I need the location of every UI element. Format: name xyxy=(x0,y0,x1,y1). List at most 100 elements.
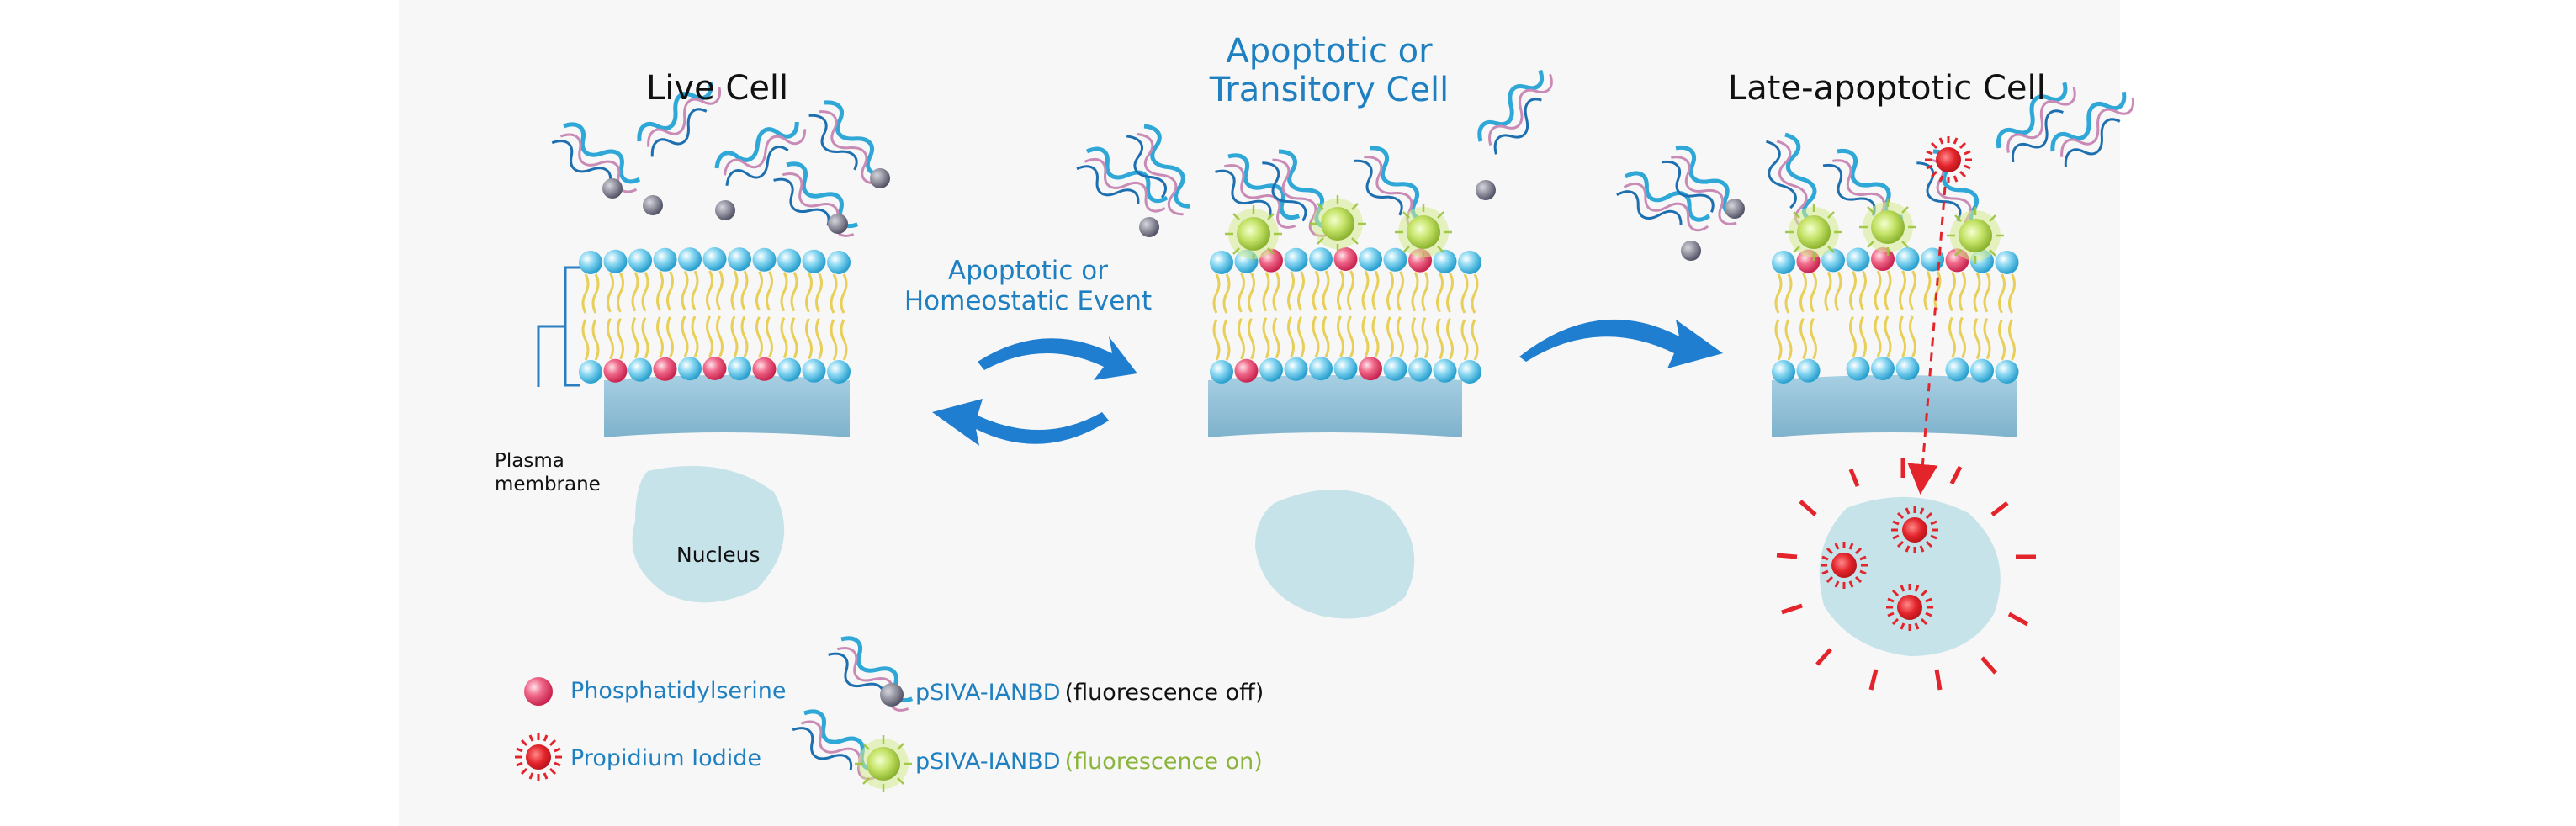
lipid-head xyxy=(1945,357,1969,382)
lipid-tail xyxy=(790,316,798,359)
lipid-tail xyxy=(1322,315,1330,357)
lipid-tail xyxy=(1248,318,1255,360)
phosphatidylserine-head xyxy=(1359,357,1382,381)
lipid-tail xyxy=(1959,316,1966,359)
lipid-tail xyxy=(1361,270,1370,310)
apoptotic-cell-inner-leaflet xyxy=(1210,357,1481,384)
lipid-tail xyxy=(716,315,724,357)
live-cell-inner-leaflet xyxy=(579,357,851,384)
phosphatidylserine-head xyxy=(752,357,777,381)
lipid-tail xyxy=(631,316,639,359)
lipid-tail xyxy=(1446,273,1454,313)
phosphatidylserine-head xyxy=(1333,247,1358,271)
probe-off-bead xyxy=(643,195,663,215)
lipid-head xyxy=(1458,360,1481,384)
lipid-tail xyxy=(1874,270,1882,310)
lipid-tail xyxy=(1212,319,1221,361)
lipid-head xyxy=(802,358,826,383)
lipid-head xyxy=(777,248,801,273)
lipid-tail xyxy=(1287,316,1295,358)
lipid-tail xyxy=(766,316,773,358)
lipid-tail xyxy=(1337,270,1344,310)
red-starburst-icon xyxy=(513,732,564,782)
lipid-tail xyxy=(1948,316,1956,359)
lipid-head xyxy=(678,357,702,381)
lipid-tail xyxy=(706,270,713,310)
lipid-head xyxy=(1309,247,1333,272)
lipid-tail xyxy=(1397,316,1404,358)
lipid-tail xyxy=(1810,317,1817,360)
lipid-tail xyxy=(1312,315,1320,357)
lipid-tail xyxy=(1312,270,1320,310)
lipid-tail xyxy=(691,315,699,357)
live-cell-probes xyxy=(547,73,893,249)
lipid-tail xyxy=(740,315,749,357)
lipid-head xyxy=(1995,251,2019,274)
reverse-arrow-icon xyxy=(932,399,1109,446)
lipid-head xyxy=(827,251,851,274)
lipid-head xyxy=(603,249,628,273)
probe-on-glow xyxy=(853,733,914,794)
lipid-tail xyxy=(617,318,624,360)
lipid-tail xyxy=(581,319,590,361)
lipid-head xyxy=(802,249,826,273)
progression-arrow-icon xyxy=(1519,319,1723,368)
probe-off-bead xyxy=(870,168,890,188)
lipid-tail xyxy=(1446,318,1454,360)
probe-off-bead xyxy=(602,178,623,199)
legend-probe-off-state: (fluorescence off) xyxy=(1064,680,1264,706)
lipid-tail xyxy=(1973,272,1981,313)
lipid-tail xyxy=(1222,273,1231,314)
late-apoptotic-cell xyxy=(1613,74,2144,691)
lipid-tail xyxy=(766,271,773,311)
lipid-tail xyxy=(1774,273,1783,314)
lipid-tail xyxy=(1322,270,1330,310)
legend-probe-on-state: (fluorescence on) xyxy=(1064,749,1263,775)
lipid-head xyxy=(1309,357,1333,381)
helix-grey-bead-icon xyxy=(823,633,920,723)
lipid-tail xyxy=(1212,273,1221,314)
lipid-tail xyxy=(1272,271,1280,312)
phosphatidylserine-head xyxy=(653,357,677,381)
lipid-tail xyxy=(1799,272,1807,313)
lipid-tail xyxy=(1421,271,1429,312)
lipid-head xyxy=(1259,357,1283,382)
late-cell-probes xyxy=(1613,74,2144,266)
pink-sphere-icon xyxy=(524,677,553,706)
lipid-tail xyxy=(1774,319,1783,361)
lipid-head xyxy=(579,360,602,384)
lipid-tail xyxy=(681,270,689,310)
probe-off-bead xyxy=(1681,241,1701,261)
probe-off-bead xyxy=(828,214,848,234)
lipid-tail xyxy=(1784,273,1793,314)
late-cell-lipid-tails xyxy=(1774,270,2016,361)
probe-on-glow xyxy=(1858,197,1918,257)
lipid-tail xyxy=(840,319,848,361)
plasma-membrane-line2: membrane xyxy=(495,474,601,495)
lipid-tail xyxy=(730,270,739,310)
lipid-tail xyxy=(730,315,739,357)
lipid-tail xyxy=(1983,272,1991,313)
lipid-tail xyxy=(815,273,823,313)
nucleus-fluorescence-rays xyxy=(1776,458,2036,691)
lipid-tail xyxy=(1933,270,1942,311)
lipid-tail xyxy=(591,319,600,361)
lipid-head xyxy=(752,247,777,272)
lipid-tail xyxy=(1262,271,1270,312)
legend-probe-on-name: pSIVA-IANBD xyxy=(915,749,1061,775)
lipid-tail xyxy=(740,270,749,310)
lipid-head xyxy=(653,247,677,272)
lipid-tail xyxy=(755,316,763,358)
lipid-head xyxy=(1383,357,1407,381)
lipid-tail xyxy=(1397,271,1404,311)
lipid-tail xyxy=(1411,271,1419,312)
lipid-tail xyxy=(1347,270,1354,310)
legend-phosphatidylserine: Phosphatidylserine xyxy=(570,678,787,704)
live-cell xyxy=(537,73,893,603)
probe-off-bead xyxy=(715,200,735,220)
lipid-tail xyxy=(656,316,664,358)
lipid-tail xyxy=(1436,318,1444,360)
lipid-tail xyxy=(1899,270,1906,310)
probe-on-glow xyxy=(1945,205,2006,266)
